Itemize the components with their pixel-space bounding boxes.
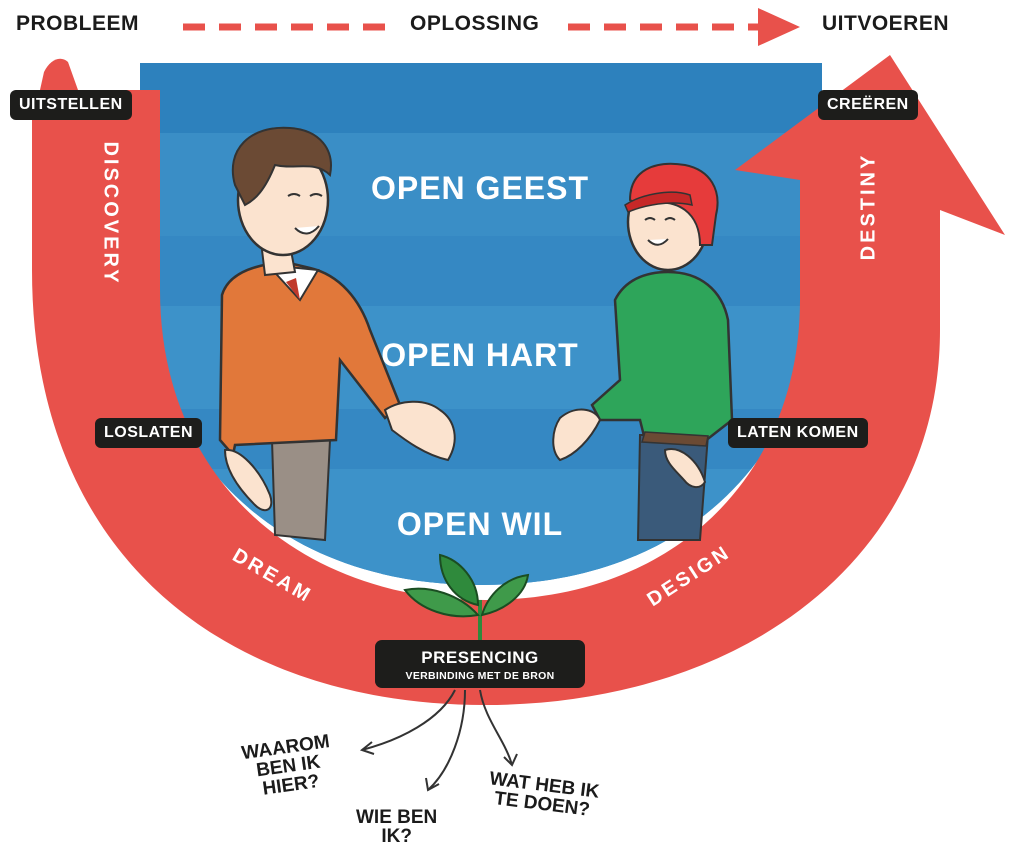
- sprout-icon: [403, 553, 530, 640]
- presencing-box: PRESENCING VERBINDING MET DE BRON: [375, 640, 585, 688]
- tag-laten-komen: LATEN KOMEN: [728, 418, 868, 448]
- band-open-geest: OPEN GEEST: [370, 170, 590, 206]
- tag-uitstellen: UITSTELLEN: [10, 90, 132, 120]
- header-oplossing: OPLOSSING: [410, 12, 540, 35]
- tag-creeren: CREËREN: [818, 90, 918, 120]
- header-probleem: PROBLEEM: [16, 12, 140, 35]
- dashed-arrow: [183, 8, 800, 46]
- presencing-subtitle: VERBINDING MET DE BRON: [405, 670, 555, 682]
- tag-loslaten: LOSLATEN: [95, 418, 203, 448]
- phase-destiny: DESTINY: [857, 152, 880, 261]
- band-open-hart: OPEN HART: [381, 337, 579, 373]
- header-uitvoeren: UITVOEREN: [822, 12, 950, 35]
- question-wie-ben-ik: WIE BEN IK?: [356, 807, 438, 847]
- person-left: [218, 126, 456, 542]
- person-right: [552, 162, 734, 541]
- red-u-arrow: [32, 55, 1005, 705]
- presencing-title: PRESENCING: [421, 648, 539, 667]
- phase-discovery: DISCOVERY: [99, 141, 122, 286]
- roots: [359, 689, 518, 792]
- band-open-wil: OPEN WIL: [396, 506, 564, 542]
- question-waarom: WAAROM BEN IK HIER?: [240, 731, 332, 800]
